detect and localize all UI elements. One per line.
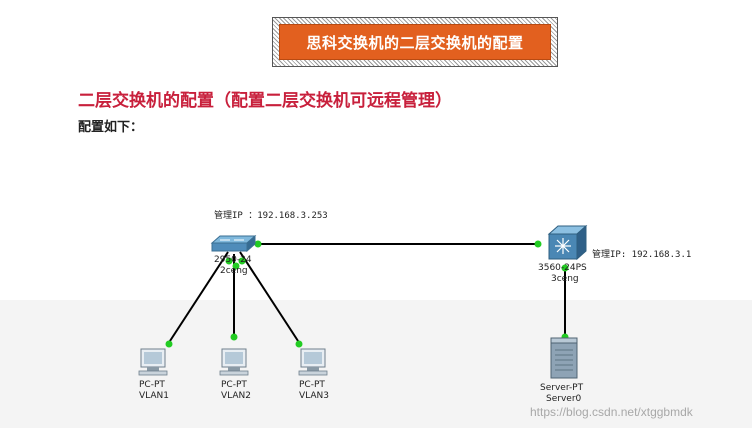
- link-switch-to-pc3: [239, 251, 301, 345]
- switch-2950-model: 2950-24: [214, 255, 252, 265]
- topology-canvas-shade: [0, 300, 752, 428]
- switch-2950-mgmt-ip: 管理IP ：192.168.3.253: [214, 209, 328, 221]
- pc2-name: VLAN2: [221, 391, 251, 401]
- switch-3560-name: 3ceng: [551, 274, 579, 284]
- section-heading: 二层交换机的配置（配置二层交换机可远程管理）: [78, 91, 452, 111]
- watermark: https://blog.csdn.net/xtggbmdk: [530, 405, 694, 419]
- pc2-type: PC-PT: [221, 380, 247, 390]
- pc1-name: VLAN1: [139, 391, 169, 401]
- pc3-type: PC-PT: [299, 380, 325, 390]
- switch-2950-name: 2ceng: [220, 266, 248, 276]
- switch-3560-icon[interactable]: [547, 224, 588, 261]
- link-switch-to-pc1: [167, 251, 229, 345]
- switch-3560-mgmt-ip: 管理IP: 192.168.3.1: [592, 248, 691, 260]
- pc1-type: PC-PT: [139, 380, 165, 390]
- title-banner-frame: 思科交换机的二层交换机的配置: [272, 17, 558, 67]
- server-name: Server0: [546, 394, 582, 404]
- pc-icon[interactable]: [298, 348, 328, 376]
- switch-2950-icon[interactable]: [210, 234, 257, 253]
- pc-icon[interactable]: [219, 348, 249, 376]
- pc-icon[interactable]: [138, 348, 168, 376]
- server-icon[interactable]: [550, 337, 578, 379]
- pc3-name: VLAN3: [299, 391, 329, 401]
- switch-3560-model: 3560-24PS: [538, 263, 587, 273]
- title-banner: 思科交换机的二层交换机的配置: [279, 24, 551, 60]
- server-type: Server-PT: [540, 383, 584, 393]
- section-subheading: 配置如下：: [78, 120, 144, 135]
